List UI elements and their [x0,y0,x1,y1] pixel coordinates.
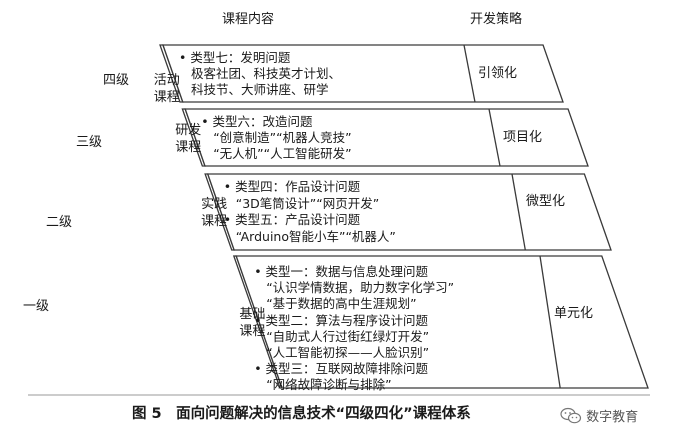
example-line: “人工智能初探——人脸识别” [266,345,430,360]
strategy-label: 单元化 [554,306,594,321]
wechat-icon [560,407,582,424]
header-strategy-label: 开发策略 [470,12,523,27]
tier-label-line: 研发 [175,123,202,138]
example-line: “创意制造”“机器人竞技” [213,130,352,145]
tier-label: 基础课程 [222,306,282,340]
tier-label: 研发课程 [158,122,218,156]
example-line: “认识学情数据，助力数字化学习” [266,280,455,296]
level-label: 三级 [76,135,103,150]
problem-type-line: • 类型四：作品设计问题 [223,179,361,194]
watermark: 数字教育 [560,407,638,426]
example-line: 科技节、大师讲座、研学 [191,82,329,97]
tier-label-line: 课程 [201,214,228,229]
problem-type-line: • 类型二：算法与程序设计问题 [254,312,429,328]
example-line: 极客社团、科技英才计划、 [191,66,342,81]
header-content-label: 课程内容 [222,12,275,27]
example-line: “Arduino智能小车”“机器人” [235,228,396,244]
strategy-label: 微型化 [526,194,566,209]
strategy-divider [511,173,526,251]
problem-type-line: • 类型六：改造问题 [201,114,313,129]
problem-type-line: • 类型七：发明问题 [179,50,291,65]
watermark-text: 数字教育 [586,410,639,425]
tier-label: 活动课程 [137,72,197,106]
tier-label-line: 课程 [239,324,266,339]
tier-label-line: 实践 [201,197,228,212]
level-label: 一级 [23,299,50,314]
strategy-label: 引领化 [478,65,518,81]
example-line: “3D笔筒设计”“网页开发” [235,195,380,211]
content-banner [206,173,612,251]
tier-label: 实践课程 [184,196,244,230]
problem-type-line: • 类型一：数据与信息处理问题 [254,264,429,279]
strategy-label: 项目化 [503,129,543,145]
strategy-divider [539,255,561,389]
tier-label-line: 课程 [175,140,202,155]
tier-label-line: 基础 [239,307,266,322]
example-line: “网络故障诊断与排除” [266,377,392,393]
tier-label-line: 课程 [153,90,180,105]
example-line: “无人机”“人工智能研发” [213,146,352,161]
diagram-shapes [159,44,649,389]
example-line: “自助式人行过街红绿灯开发” [266,328,430,344]
content-banner [162,44,564,103]
problem-type-line: • 类型三：互联网故障排除问题 [254,361,429,377]
example-line: “基于数据的高中生涯规划” [266,296,417,312]
level-label: 二级 [46,215,73,230]
figure-caption: 图 5 面向问题解决的信息技术“四级四化”课程体系 [132,406,471,422]
problem-type-line: • 类型五：产品设计问题 [223,212,361,227]
level-label: 四级 [103,73,130,88]
tier-label-line: 活动 [153,73,180,88]
content-banner [184,108,589,167]
strategy-divider [463,44,476,103]
strategy-divider [488,108,501,167]
